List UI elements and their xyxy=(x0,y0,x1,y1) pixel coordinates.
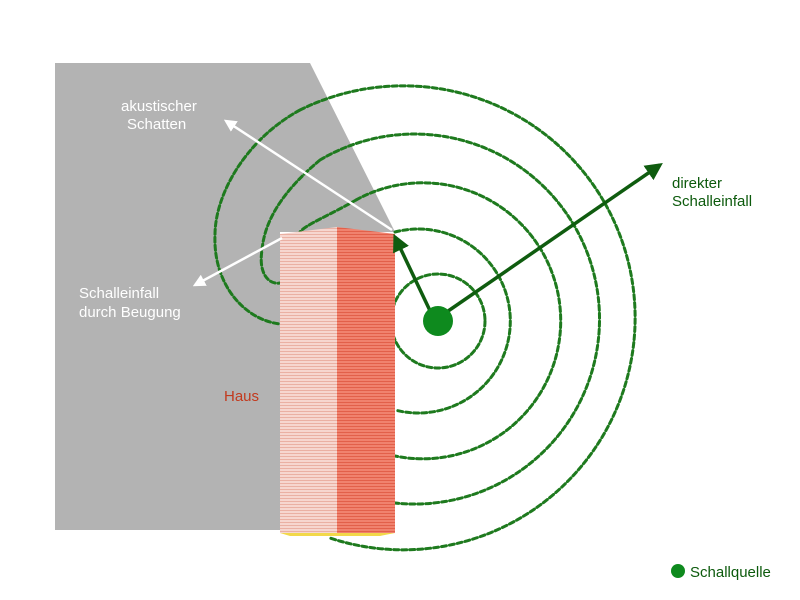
house-base xyxy=(280,533,395,536)
shadow-label-line2: Schatten xyxy=(127,116,186,133)
house-left-face xyxy=(280,227,337,533)
house-edge-arrow xyxy=(393,233,435,318)
sound-source xyxy=(423,306,453,336)
legend: Schallquelle xyxy=(671,564,771,581)
legend-label: Schallquelle xyxy=(690,564,771,581)
legend-source-icon xyxy=(671,564,685,578)
diffraction-label-line2: durch Beugung xyxy=(79,304,181,321)
diffraction-arrow xyxy=(192,236,283,287)
shadow-label-line1: akustischer xyxy=(121,98,197,115)
house xyxy=(280,227,395,536)
acoustic-shadow-arrow xyxy=(223,119,393,232)
direct-label-line1: direkter xyxy=(672,175,722,192)
direct-sound-arrow xyxy=(437,163,663,320)
acoustic-shadow-region xyxy=(55,63,395,530)
house-label: Haus xyxy=(224,388,259,405)
wave-front-4 xyxy=(259,132,601,506)
house-right-face xyxy=(337,227,395,533)
wave-front-2 xyxy=(393,227,512,415)
diffraction-label-line1: Schalleinfall xyxy=(79,285,159,302)
direct-label-line2: Schalleinfall xyxy=(672,193,752,210)
wave-front-3 xyxy=(298,181,563,461)
